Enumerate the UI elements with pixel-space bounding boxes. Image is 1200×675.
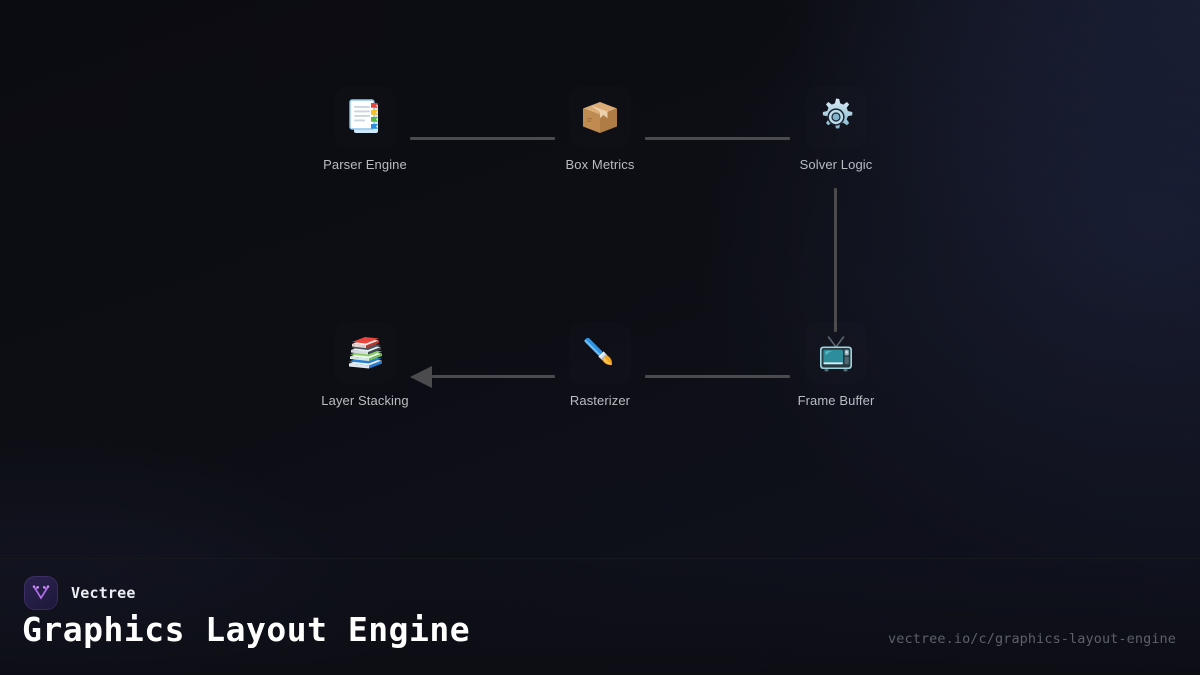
- node-frame-buffer[interactable]: Frame Buffer: [771, 322, 901, 408]
- television-icon: [812, 329, 860, 377]
- node-label: Solver Logic: [799, 157, 873, 172]
- brand-name: Vectree: [71, 584, 136, 602]
- node-icon-tile: [569, 322, 631, 384]
- edge-frame-to-rasterizer: [645, 375, 790, 378]
- node-label: Parser Engine: [323, 157, 407, 172]
- arrowhead-to-layer-stacking: [410, 366, 432, 388]
- page-title: Graphics Layout Engine: [22, 610, 471, 649]
- node-layer-stacking[interactable]: Layer Stacking: [300, 322, 430, 408]
- node-icon-tile: [569, 86, 631, 148]
- node-icon-tile: [805, 322, 867, 384]
- node-label: Rasterizer: [569, 393, 631, 408]
- edge-solver-to-frame: [834, 188, 837, 332]
- node-solver-logic[interactable]: Solver Logic: [771, 86, 901, 172]
- vectree-logo-icon: [24, 576, 58, 610]
- edge-parser-to-box: [410, 137, 555, 140]
- paintbrush-icon: [576, 329, 624, 377]
- node-label: Layer Stacking: [321, 393, 409, 408]
- books-stack-icon: [341, 329, 389, 377]
- node-parser-engine[interactable]: Parser Engine: [300, 86, 430, 172]
- package-box-icon: [576, 93, 624, 141]
- gear-icon: [812, 93, 860, 141]
- node-box-metrics[interactable]: Box Metrics: [535, 86, 665, 172]
- footer-bar: Vectree Graphics Layout Engine vectree.i…: [0, 558, 1200, 675]
- node-rasterizer[interactable]: Rasterizer: [535, 322, 665, 408]
- footer-url: vectree.io/c/graphics-layout-engine: [888, 631, 1176, 647]
- node-icon-tile: [334, 322, 396, 384]
- node-label: Box Metrics: [565, 157, 635, 172]
- brand-row: Vectree: [24, 576, 136, 610]
- edge-rasterizer-to-layer: [432, 375, 555, 378]
- node-icon-tile: [334, 86, 396, 148]
- node-icon-tile: [805, 86, 867, 148]
- edge-box-to-solver: [645, 137, 790, 140]
- node-label: Frame Buffer: [797, 393, 875, 408]
- document-bookmarks-icon: [341, 93, 389, 141]
